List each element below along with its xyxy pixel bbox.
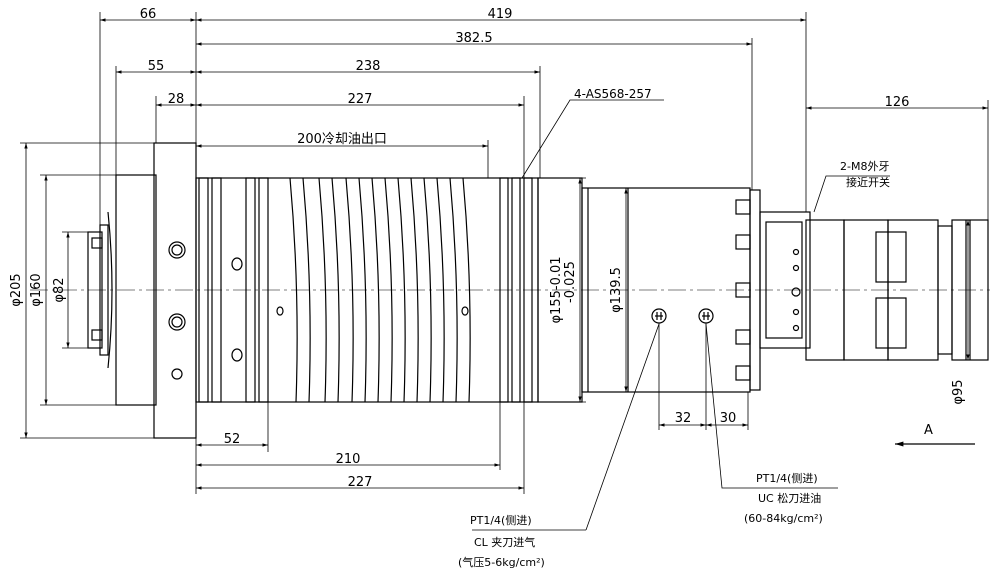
dia-95-label: φ95	[951, 379, 966, 404]
uc-note-line1: PT1/4(侧进)	[756, 472, 818, 485]
dim-28-label: 28	[168, 92, 185, 107]
dia-205-label: φ205	[9, 273, 24, 306]
main-flange	[115, 174, 157, 406]
dim-30-label: 30	[720, 411, 737, 426]
cooling-spiral	[289, 177, 471, 403]
dia-160-label: φ160	[29, 273, 44, 306]
m8-note-line1: 2-M8外牙	[840, 160, 889, 173]
leader-lines	[472, 99, 890, 531]
uc-note-line2: UC 松刀进油	[758, 491, 821, 505]
m8-note-line2: 接近开关	[846, 175, 890, 189]
oring-note: 4-AS568-257	[574, 87, 652, 101]
nose-cap	[87, 231, 103, 349]
dia-155-tolerance-label: -0.025	[563, 261, 578, 303]
dia-82-label: φ82	[52, 277, 67, 302]
rotary-union	[759, 211, 989, 361]
view-a-label: A	[924, 423, 933, 438]
dim-52-label: 52	[224, 432, 241, 447]
dim-55-label: 55	[148, 59, 165, 74]
dia-139-5-label: φ139.5	[609, 267, 624, 313]
dim-66-label: 66	[140, 7, 157, 22]
dim-238-label: 238	[356, 59, 381, 74]
dim-126-label: 126	[885, 95, 910, 110]
spindle-body	[87, 142, 989, 439]
dim-227-bottom-label: 227	[348, 475, 373, 490]
dimension-lines	[24, 18, 988, 490]
cl-note-line1: PT1/4(侧进)	[470, 514, 532, 527]
dim-382-5-label: 382.5	[455, 31, 492, 46]
dia-155-label: φ155-0.01	[549, 256, 564, 323]
dim-200-coolant-label: 200冷却油出口	[297, 132, 387, 147]
uc-note-line3: (60-84kg/cm²)	[744, 512, 823, 525]
extension-lines	[20, 12, 989, 494]
cl-note-line3: (气压5-6kg/cm²)	[458, 555, 545, 569]
dim-210-label: 210	[336, 452, 361, 467]
dim-419-label: 419	[488, 7, 513, 22]
dim-32-label: 32	[675, 411, 692, 426]
dim-227-top-label: 227	[348, 92, 373, 107]
cl-note-line2: CL 夹刀进气	[474, 535, 535, 549]
